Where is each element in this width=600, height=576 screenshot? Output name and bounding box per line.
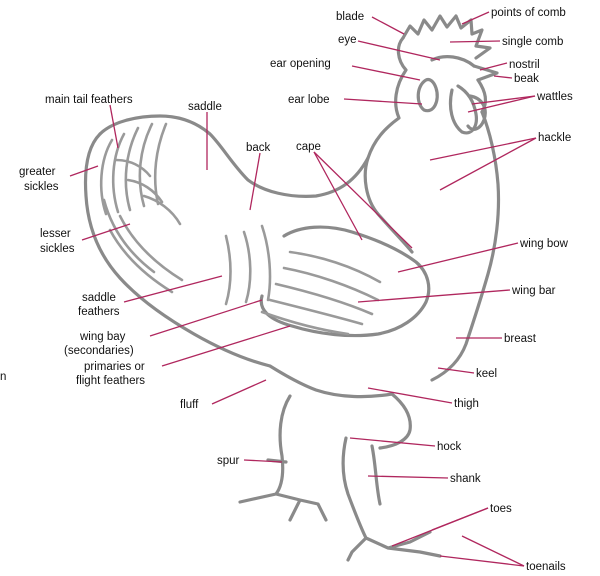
label-hackle: hackle: [538, 132, 571, 144]
label-breast: breast: [504, 333, 537, 345]
label-greater-sickles-2: sickles: [24, 181, 59, 193]
label-toenails: toenails: [526, 561, 566, 573]
ear-lobe-outline: [418, 79, 437, 110]
label-greater-sickles-1: greater: [19, 166, 56, 178]
label-nostril: nostril: [509, 59, 540, 71]
leg-right-outline: [343, 438, 440, 560]
label-cape: cape: [296, 141, 321, 153]
label-points-of-comb: points of comb: [491, 7, 566, 19]
label-toes: toes: [490, 503, 512, 515]
thigh-outline: [380, 394, 410, 448]
label-saddle-feathers-1: saddle: [82, 292, 116, 304]
label-primaries-1: primaries or: [84, 361, 145, 373]
label-saddle-feathers-2: feathers: [78, 306, 120, 318]
label-wattles: wattles: [536, 91, 573, 103]
label-wing-bar: wing bar: [511, 285, 556, 297]
label-lesser-sickles-2: sickles: [40, 243, 75, 255]
belly-outline: [270, 366, 392, 397]
label-primaries-2: flight feathers: [76, 375, 145, 387]
comb-outline: [403, 16, 490, 58]
label-wing-bow: wing bow: [519, 238, 569, 250]
label-single-comb: single comb: [502, 36, 563, 48]
label-eye: eye: [338, 34, 357, 46]
label-ear-lobe: ear lobe: [288, 94, 330, 106]
label-thigh: thigh: [454, 398, 479, 410]
label-hock: hock: [437, 441, 462, 453]
label-fluff: fluff: [180, 399, 199, 411]
labels: blade points of comb eye single comb ear…: [0, 7, 573, 573]
label-back: back: [246, 142, 271, 154]
label-beak: beak: [514, 73, 539, 85]
label-keel: keel: [476, 368, 497, 380]
label-shank: shank: [450, 473, 481, 485]
label-wing-bay-2: (secondaries): [64, 345, 134, 357]
label-wing-bay-1: wing bay: [79, 331, 126, 343]
label-blade: blade: [336, 11, 364, 23]
label-lesser-sickles-1: lesser: [40, 228, 71, 240]
label-stray-n: n: [0, 371, 6, 383]
leg-left-outline: [240, 396, 326, 520]
label-main-tail-feathers: main tail feathers: [45, 94, 133, 106]
label-spur: spur: [217, 455, 240, 467]
label-saddle: saddle: [188, 101, 222, 113]
label-ear-opening: ear opening: [270, 58, 331, 70]
